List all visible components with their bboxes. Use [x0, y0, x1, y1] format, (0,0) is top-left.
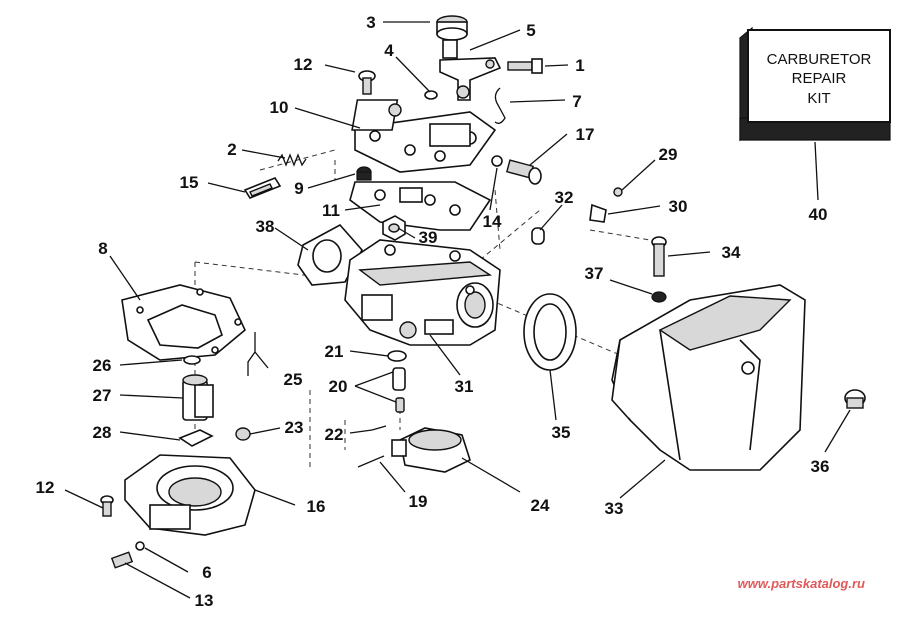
callout-22: 22	[325, 425, 344, 444]
callout-15: 15	[180, 173, 199, 192]
part-26-washer	[183, 355, 201, 365]
callout-11: 11	[322, 201, 340, 220]
part-27-float	[182, 374, 214, 421]
part-14-washer	[491, 155, 503, 167]
part-22-pin	[371, 425, 387, 431]
part-21-washer	[387, 350, 407, 362]
callout-40: 40	[809, 205, 828, 224]
callout-8: 8	[98, 239, 107, 258]
callout-6: 6	[202, 563, 211, 582]
callout-4: 4	[384, 41, 394, 60]
part-38-flange-gasket	[297, 223, 363, 286]
callout-37: 37	[585, 264, 604, 283]
part-28-tab	[178, 429, 214, 447]
part-2-spring	[277, 153, 307, 167]
callout-21: 21	[325, 342, 344, 361]
part-12-top-screw	[358, 70, 376, 95]
callout-24: 24	[531, 496, 550, 515]
part-10-top-cover	[351, 99, 497, 173]
part-37-washer	[651, 291, 667, 303]
part-17-idle-screw	[505, 159, 542, 185]
callout-39: 39	[419, 228, 438, 247]
callout-10: 10	[270, 98, 289, 117]
callout-5: 5	[526, 21, 535, 40]
callout-12-top: 12	[294, 55, 313, 74]
part-5-throttle-arm	[439, 39, 502, 101]
callout-12-bowl: 12	[36, 478, 55, 497]
part-25-float-pin	[247, 332, 256, 376]
part-30-clip	[589, 203, 607, 223]
part-20-jets	[392, 367, 406, 413]
part-4-o-ring	[424, 90, 438, 100]
callout-1: 1	[575, 56, 584, 75]
part-16-float-bowl	[124, 454, 256, 536]
part-33-silencer	[611, 284, 806, 471]
part-1-screw	[507, 58, 543, 74]
part-8-bowl-gasket	[121, 284, 246, 361]
callout-19: 19	[409, 492, 428, 511]
leader-lines	[64, 21, 851, 599]
callout-9: 9	[294, 179, 303, 198]
part-13-drain-screw	[110, 551, 134, 569]
part-29-ball	[613, 187, 623, 197]
callout-25: 25	[284, 370, 303, 389]
callout-27: 27	[93, 386, 112, 405]
callout-3: 3	[366, 13, 375, 32]
part-3-cap	[436, 15, 468, 41]
callout-32: 32	[555, 188, 574, 207]
kit-title-line3: KIT	[807, 90, 830, 107]
part-39-nut	[382, 215, 406, 241]
part-6-washer	[135, 541, 145, 551]
part-34-bolt	[651, 236, 667, 277]
part-19-pin	[357, 455, 385, 468]
callout-35: 35	[552, 423, 571, 442]
callout-36: 36	[811, 457, 830, 476]
part-31-carburetor-body	[344, 239, 501, 346]
callout-38: 38	[256, 217, 275, 236]
part-15-needle-valve	[243, 177, 282, 199]
callout-7: 7	[572, 92, 581, 111]
callout-14: 14	[483, 212, 502, 231]
part-32-plug	[531, 227, 545, 245]
callout-13: 13	[195, 591, 214, 610]
callout-34: 34	[722, 243, 741, 262]
callout-16: 16	[307, 497, 326, 516]
callout-33: 33	[605, 499, 624, 518]
callout-17: 17	[576, 125, 595, 144]
callout-31: 31	[455, 377, 474, 396]
callout-29: 29	[659, 145, 678, 164]
callout-28: 28	[93, 423, 112, 442]
callout-30: 30	[669, 197, 688, 216]
part-11-gasket	[349, 181, 492, 231]
kit-title-line1: CARBURETOR	[767, 51, 872, 68]
carburetor-repair-kit-box: CARBURETOR REPAIR KIT	[739, 26, 891, 142]
callout-23: 23	[285, 418, 304, 437]
part-35-seal	[523, 293, 577, 371]
callout-20: 20	[329, 377, 348, 396]
part-9-screen	[356, 166, 372, 181]
callout-2: 2	[227, 140, 236, 159]
part-12-bowl-screw	[100, 495, 114, 517]
kit-title-line2: REPAIR	[792, 70, 847, 87]
callout-numbers: 3 5 1 4 12 7 10 17 2 15 9 11 14 32 29 30…	[36, 13, 830, 610]
watermark-text: www.partskatalog.ru	[738, 576, 865, 591]
callout-26: 26	[93, 356, 112, 375]
part-7-clip	[494, 87, 506, 124]
part-36-plug	[844, 389, 866, 409]
part-23-jet	[235, 427, 251, 441]
part-24-float	[391, 427, 471, 473]
